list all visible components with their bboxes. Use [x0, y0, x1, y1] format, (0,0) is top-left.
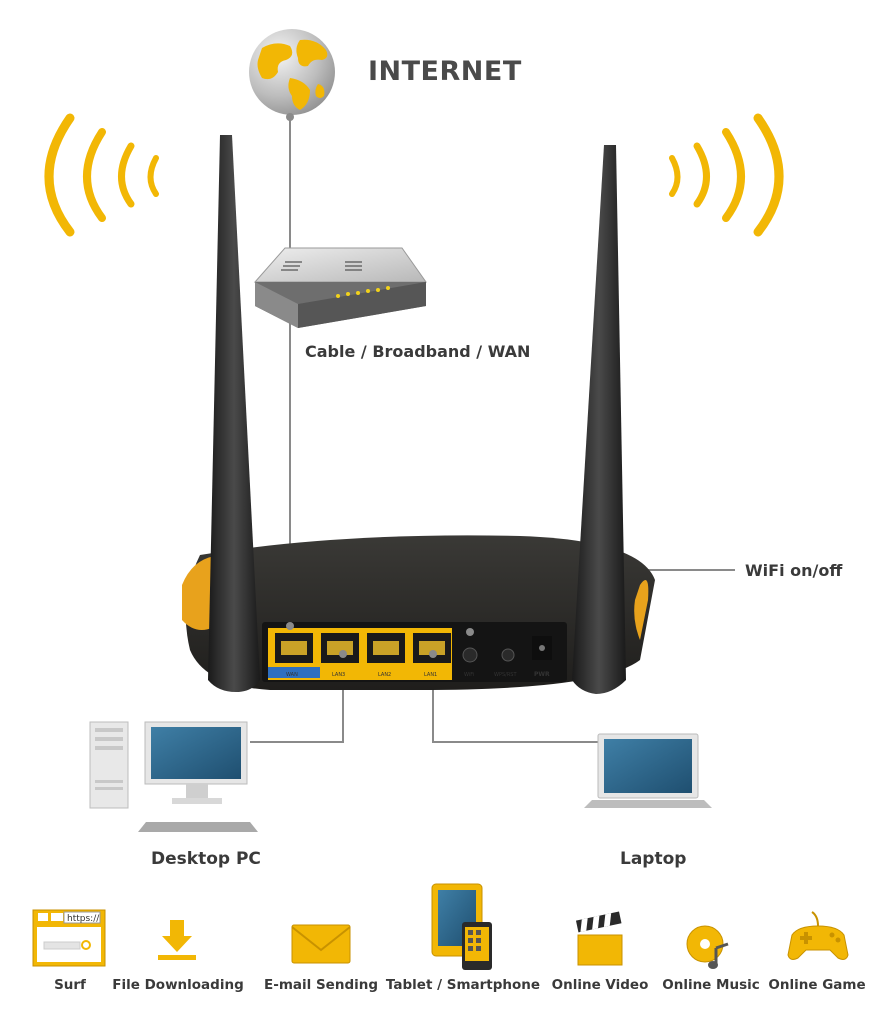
- wan-port: [275, 633, 313, 663]
- modem-label: Cable / Broadband / WAN: [305, 342, 530, 361]
- lan3-port: [321, 633, 359, 663]
- app-label-online-game: Online Game: [768, 977, 865, 993]
- wifi-waves-right-icon: [672, 118, 779, 232]
- app-label-tablet-smartphone: Tablet / Smartphone: [386, 977, 540, 993]
- app-label-online-music: Online Music: [662, 977, 760, 993]
- laptop-icon: [584, 734, 712, 808]
- tablet-phone-icon: [432, 884, 492, 970]
- lan1-port: [413, 633, 451, 663]
- lan2-port-label: LAN2: [378, 672, 391, 678]
- app-label-email-sending: E-mail Sending: [264, 977, 378, 993]
- left-antenna-icon: [208, 135, 260, 692]
- laptop-label: Laptop: [620, 849, 686, 869]
- wps-button: [502, 649, 514, 661]
- wifi-port-label: WiFi: [464, 672, 474, 678]
- browser-url-text: https://: [67, 914, 100, 924]
- music-disc-icon: [687, 926, 728, 969]
- desktop-label: Desktop PC: [151, 849, 261, 869]
- app-label-file-downloading: File Downloading: [112, 977, 243, 993]
- wifi-switch-label: WiFi on/off: [745, 561, 842, 580]
- pwr-port-label: PWR: [534, 671, 550, 678]
- app-label-surf: Surf: [54, 977, 86, 993]
- browser-icon: https://: [33, 910, 105, 966]
- download-icon: [158, 920, 196, 960]
- envelope-icon: [292, 925, 350, 963]
- power-jack: [532, 636, 552, 660]
- globe-icon: [249, 29, 335, 121]
- right-antenna-icon: [572, 145, 626, 694]
- internet-label: INTERNET: [368, 56, 522, 87]
- desktop-pc-icon: [90, 722, 258, 832]
- wps-port-label: WPS/RST: [494, 672, 517, 678]
- wan-port-label: WAN: [286, 672, 298, 678]
- lan2-port: [367, 633, 405, 663]
- wifi-waves-left-icon: [49, 118, 156, 232]
- clapperboard-icon: [576, 911, 622, 965]
- app-label-online-video: Online Video: [552, 977, 649, 993]
- gamepad-icon: [788, 912, 848, 959]
- lan1-port-label: LAN1: [424, 672, 437, 678]
- modem-icon: [255, 248, 426, 328]
- lan3-port-label: LAN3: [332, 672, 345, 678]
